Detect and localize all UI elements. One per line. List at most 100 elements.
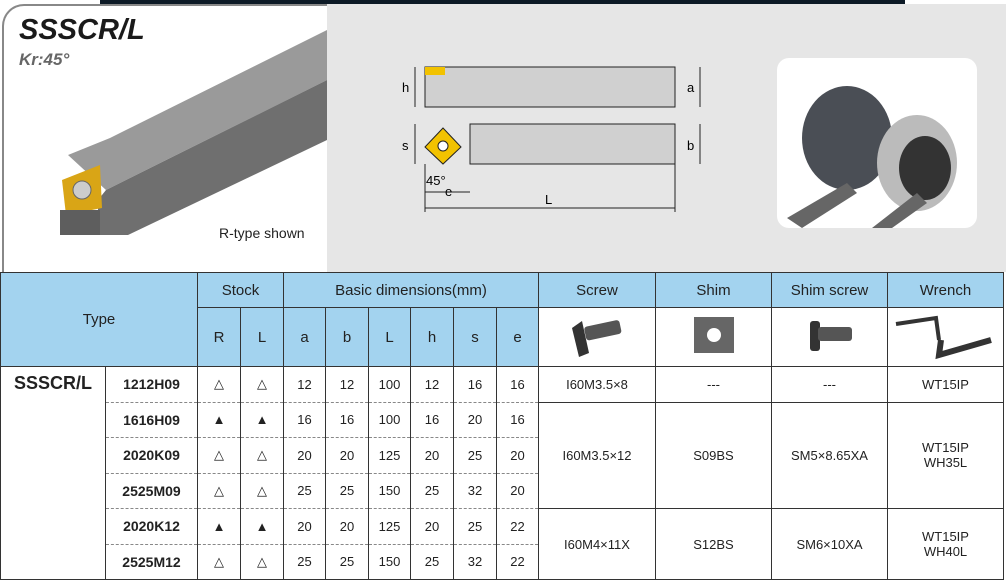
shim-value: S12BS [655,508,772,580]
cell-h: 16 [410,402,454,438]
cell-Ln: 100 [368,402,411,438]
cell-Ln: 150 [368,473,411,509]
cell-a: 20 [283,437,326,474]
shim-screw-value: SM5×8.65XA [771,402,888,509]
cell-e: 20 [496,473,539,509]
header-dimensions: Basic dimensions(mm) [283,272,539,308]
cell-L: △ [240,366,284,403]
model-code: 2525M12 [105,544,198,580]
cell-b: 20 [325,508,369,545]
cell-R: △ [197,437,241,474]
label-h: h [402,80,409,95]
model-code: 2525M09 [105,473,198,509]
wrench-code: WT15IP [922,376,969,392]
cell-a: 20 [283,508,326,545]
cell-Ln: 150 [368,544,411,580]
type-name: SSSCR/L [0,366,106,580]
wrench-icon [887,307,1004,367]
subheader: L [368,307,411,367]
screw-value: I60M3.5×12 [538,402,656,509]
header-shim-screw: Shim screw [771,272,888,308]
model-code: 1616H09 [105,402,198,438]
cell-R: △ [197,544,241,580]
model-code: 1212H09 [105,366,198,403]
label-e: e [445,184,452,199]
cell-h: 25 [410,473,454,509]
screw-icon [538,307,656,367]
wrench-code: WT15IP [922,440,969,456]
shim-screw-value: --- [771,366,888,403]
cell-L: ▲ [240,508,284,545]
wrench-code: WH35L [923,455,968,471]
cell-b: 25 [325,473,369,509]
screw-value: I60M3.5×8 [538,366,656,403]
cell-s: 25 [453,508,497,545]
shim-screw-icon [771,307,888,367]
cell-e: 16 [496,366,539,403]
product-title: SSSCR/L [19,14,145,46]
shim-screw-value: SM6×10XA [771,508,888,580]
cell-a: 25 [283,473,326,509]
shim-value: S09BS [655,402,772,509]
cell-R: ▲ [197,508,241,545]
header-shim: Shim [655,272,772,308]
cell-h: 25 [410,544,454,580]
label-a: a [687,80,695,95]
cell-b: 20 [325,437,369,474]
cell-s: 32 [453,473,497,509]
subheader: R [197,307,241,367]
cell-a: 25 [283,544,326,580]
cell-s: 32 [453,544,497,580]
cell-a: 12 [283,366,326,403]
tool-holder-image [60,30,327,235]
caption: R-type shown [219,225,305,241]
spec-table: Type Stock Basic dimensions(mm) Screw Sh… [0,272,1004,580]
model-code: 2020K12 [105,508,198,545]
cell-b: 16 [325,402,369,438]
cell-Ln: 100 [368,366,411,403]
cell-Ln: 125 [368,437,411,474]
header-wrench: Wrench [887,272,1004,308]
cell-b: 25 [325,544,369,580]
header-type: Type [0,272,198,367]
cell-R: ▲ [197,402,241,438]
wrench-code: WH40L [923,544,968,559]
cell-L: △ [240,437,284,474]
cell-a: 16 [283,402,326,438]
subheader: L [240,307,284,367]
cell-e: 22 [496,544,539,580]
cell-h: 12 [410,366,454,403]
label-s: s [402,138,409,153]
shim-icon [655,307,772,367]
wrench-value: WT15IP [887,366,1004,403]
cell-L: ▲ [240,402,284,438]
subheader: b [325,307,369,367]
cell-h: 20 [410,508,454,545]
label-L: L [545,192,552,207]
cell-R: △ [197,473,241,509]
subheader: a [283,307,326,367]
cell-L: △ [240,544,284,580]
cell-e: 22 [496,508,539,545]
wrench-code: WT15IP [922,529,969,544]
header-stock: Stock [197,272,284,308]
shim-value: --- [655,366,772,403]
top-bar [100,0,905,4]
dimension-drawing: h a s b 45° e L [402,66,701,212]
approach-angle: Kr:45° [19,50,70,69]
model-code: 2020K09 [105,437,198,474]
cell-Ln: 125 [368,508,411,545]
application-image [777,58,977,228]
cell-h: 20 [410,437,454,474]
header-screw: Screw [538,272,656,308]
subheader: e [496,307,539,367]
subheader: h [410,307,454,367]
label-b: b [687,138,694,153]
